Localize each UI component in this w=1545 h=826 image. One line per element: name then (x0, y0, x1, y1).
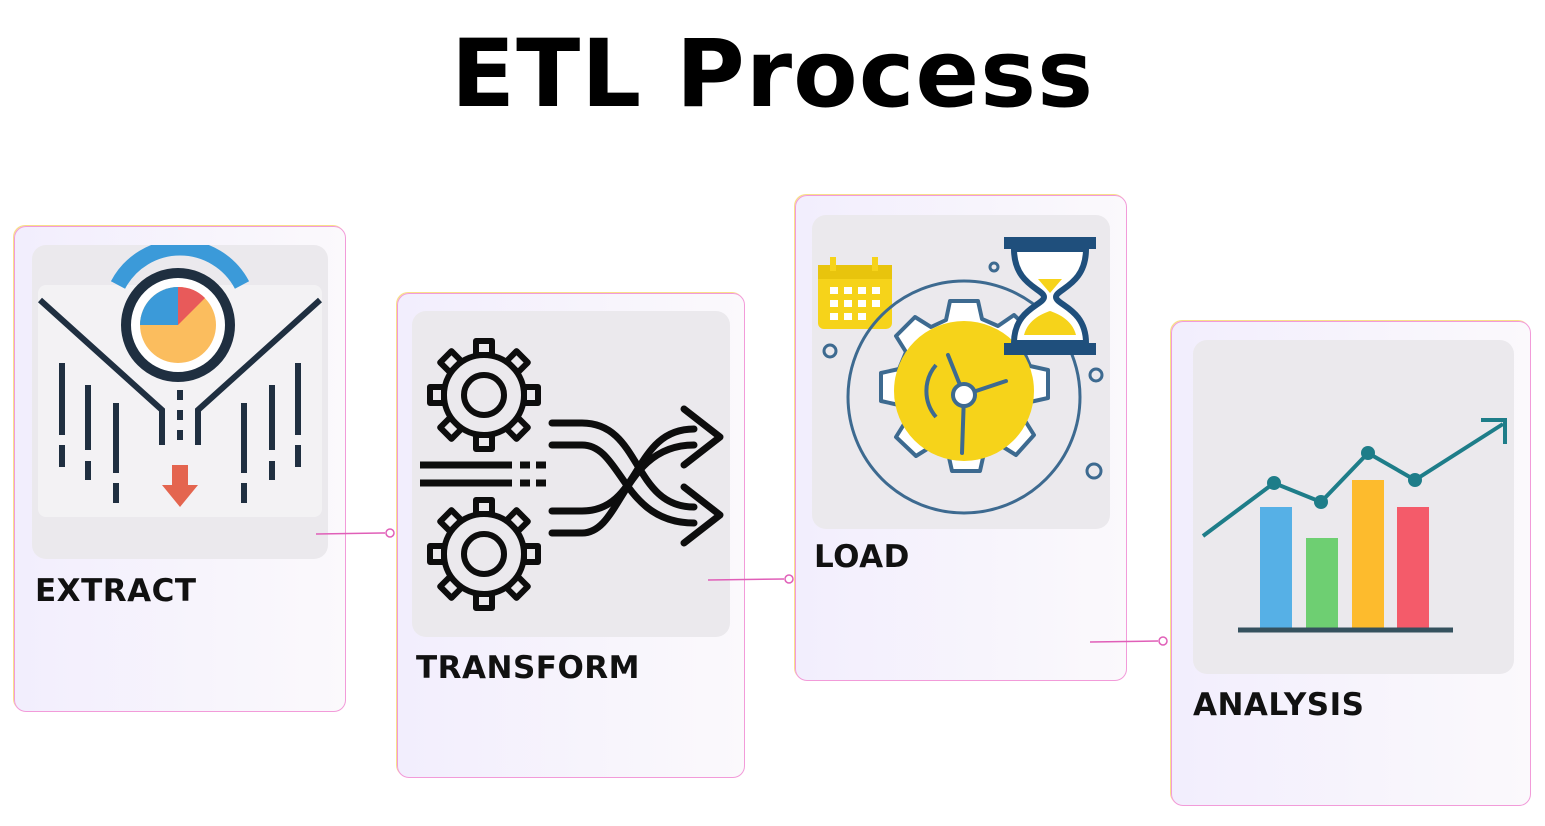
step-panel-transform (412, 311, 730, 637)
page-title: ETL Process (450, 20, 1095, 129)
step-panel-extract (32, 245, 328, 559)
step-label-load: LOAD (814, 539, 910, 575)
calendar-icon (818, 257, 892, 329)
step-label-analysis: ANALYSIS (1193, 687, 1365, 723)
step-panel-analysis (1193, 340, 1514, 674)
connector-transform-load (708, 574, 794, 584)
connector-extract-transform (316, 528, 395, 538)
step-card-analysis: ANALYSIS (1171, 321, 1531, 806)
gears-shuffle-icon (420, 338, 724, 611)
connector-load-analysis (1090, 636, 1168, 646)
funnel-pie-chart-icon (37, 245, 323, 517)
bar-line-chart-icon (1201, 418, 1507, 633)
step-label-extract: EXTRACT (35, 573, 197, 609)
step-label-transform: TRANSFORM (416, 650, 641, 686)
step-card-transform: TRANSFORM (397, 293, 745, 778)
hourglass-icon (1004, 237, 1096, 355)
step-panel-load (812, 215, 1110, 529)
gear-clock-hourglass-icon (818, 237, 1104, 515)
step-card-extract: EXTRACT (14, 226, 346, 712)
step-card-load: LOAD (795, 195, 1127, 681)
